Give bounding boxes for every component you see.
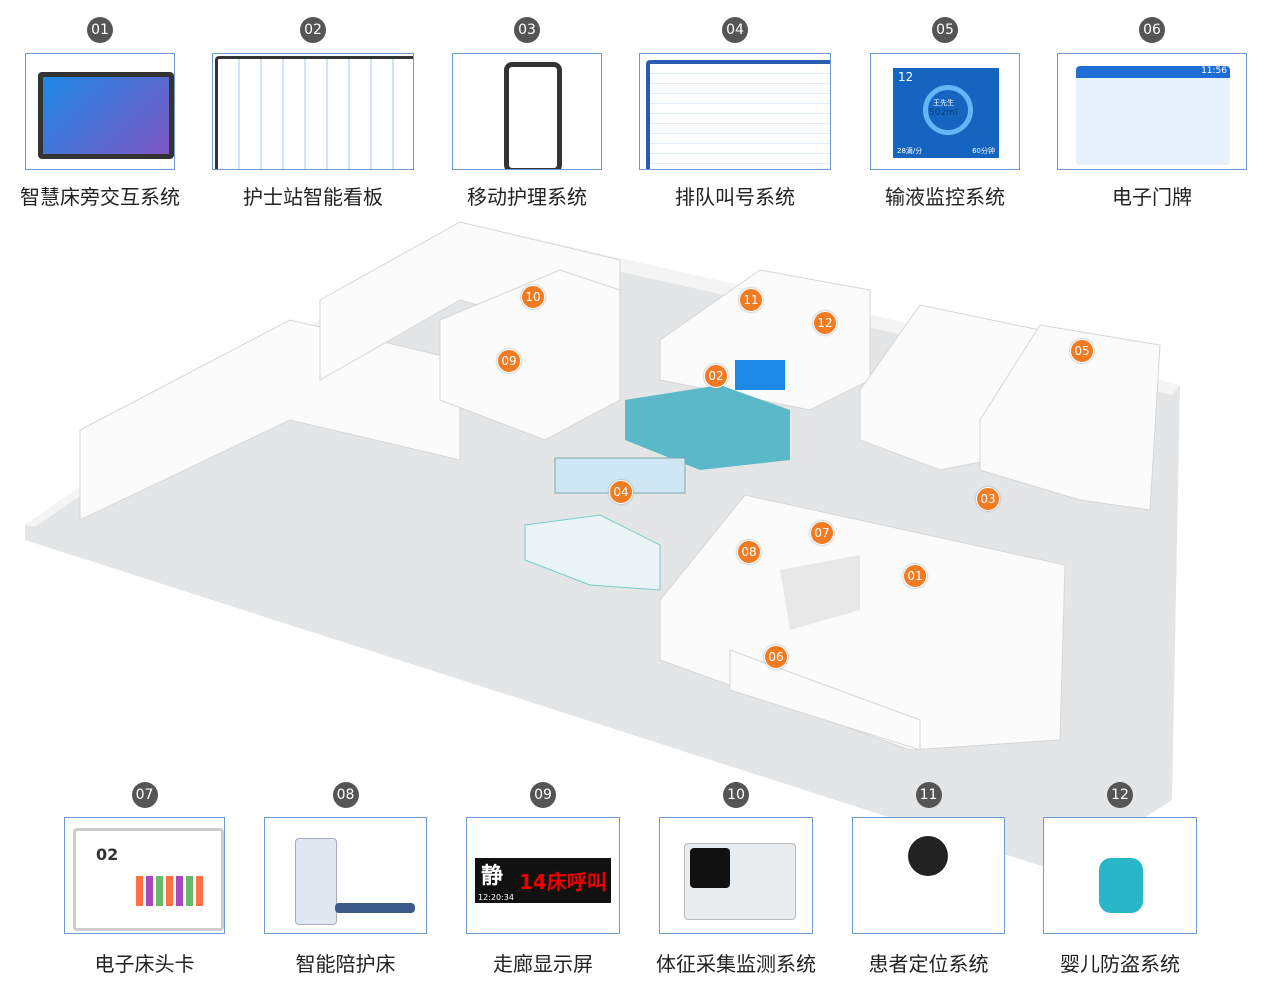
bottom-system-label: 体征采集监测系统 — [656, 952, 816, 976]
top-system-number-badge: 04 — [722, 17, 748, 43]
display-time: 12:20:34 — [478, 893, 514, 902]
top-system-number-badge: 01 — [87, 17, 113, 43]
top-system-label: 电子门牌 — [1112, 185, 1192, 209]
top-system-image-03 — [452, 53, 602, 170]
tablet-screen — [38, 72, 174, 159]
floor-marker-10: 10 — [521, 285, 545, 309]
top-system-label: 排队叫号系统 — [675, 185, 795, 209]
floor-marker-12: 12 — [813, 311, 837, 335]
infant-tag — [1099, 858, 1143, 913]
floor-marker-11: 11 — [739, 288, 763, 312]
top-system-image-02 — [212, 53, 414, 170]
floor-marker-04: 04 — [609, 480, 633, 504]
bottom-system-number-badge: 10 — [723, 782, 749, 808]
bed-number: 12 — [898, 70, 914, 84]
bottom-system-label: 智能陪护床 — [295, 952, 396, 976]
floor-marker-02: 02 — [704, 364, 728, 388]
bottom-system-number-badge: 11 — [915, 782, 942, 808]
queue-screen — [646, 60, 830, 169]
top-system-image-06: 11:56 — [1057, 53, 1247, 170]
corridor-display: 静 12:20:34 14床呼叫 — [475, 858, 611, 903]
furniture — [524, 360, 860, 630]
bed-number: 02 — [96, 845, 119, 864]
top-system-label: 输液监控系统 — [885, 185, 1005, 209]
floor-marker-07: 07 — [810, 521, 834, 545]
top-system-number-badge: 02 — [300, 17, 326, 43]
bottom-system-number-badge: 07 — [131, 782, 158, 808]
progress-ring — [923, 85, 973, 135]
floor-marker-03: 03 — [976, 487, 1000, 511]
floor-marker-05: 05 — [1070, 339, 1094, 363]
locator-wristband — [908, 836, 948, 876]
door-screen: 11:56 — [1076, 66, 1230, 165]
top-system-number-badge: 03 — [514, 17, 540, 43]
infusion-volume: 502ml — [929, 108, 958, 118]
remaining-time: 60分钟 — [972, 147, 995, 155]
top-system-label: 移动护理系统 — [467, 185, 587, 209]
bottom-system-number-badge: 09 — [530, 782, 556, 808]
color-bars — [136, 876, 206, 906]
top-system-label: 护士站智能看板 — [243, 185, 383, 209]
bedside-card-screen: 02 — [73, 828, 224, 931]
bottom-system-image-10 — [659, 817, 813, 934]
top-system-number-badge: 05 — [932, 17, 958, 43]
clock: 11:56 — [1201, 66, 1227, 76]
top-system-number-badge: 06 — [1139, 17, 1165, 43]
bottom-system-number-badge: 08 — [332, 782, 359, 808]
top-system-image-01 — [25, 53, 175, 170]
dashboard-screen — [215, 56, 413, 169]
floor-marker-08: 08 — [737, 540, 761, 564]
bottom-system-label: 婴儿防盗系统 — [1060, 952, 1180, 976]
bottom-system-image-11 — [852, 817, 1005, 934]
bottom-system-label: 走廊显示屏 — [493, 952, 593, 976]
bottom-system-image-12 — [1043, 817, 1197, 934]
monitor-screen — [690, 848, 730, 888]
floor-marker-06: 06 — [764, 645, 788, 669]
top-system-label: 智慧床旁交互系统 — [20, 185, 180, 209]
walls — [79, 221, 1161, 751]
patient-name: 王先生 — [933, 99, 954, 107]
top-system-image-04 — [639, 53, 831, 170]
floor-marker-09: 09 — [497, 349, 521, 373]
drip-rate: 28滴/分 — [897, 147, 923, 155]
bottom-system-image-09: 静 12:20:34 14床呼叫 — [466, 817, 620, 934]
quiet-sign: 静 — [481, 864, 504, 889]
floor-marker-01: 01 — [903, 564, 927, 588]
bottom-system-label: 电子床头卡 — [94, 952, 195, 976]
bottom-system-label: 患者定位系统 — [868, 952, 989, 976]
bed-cabinet — [295, 838, 337, 925]
phone-screen — [504, 62, 562, 169]
bed-frame — [335, 903, 415, 913]
bottom-system-image-08 — [264, 817, 427, 934]
bottom-system-image-07: 02 — [64, 817, 225, 934]
bottom-system-number-badge: 12 — [1107, 782, 1133, 808]
call-message: 14床呼叫 — [519, 870, 607, 894]
